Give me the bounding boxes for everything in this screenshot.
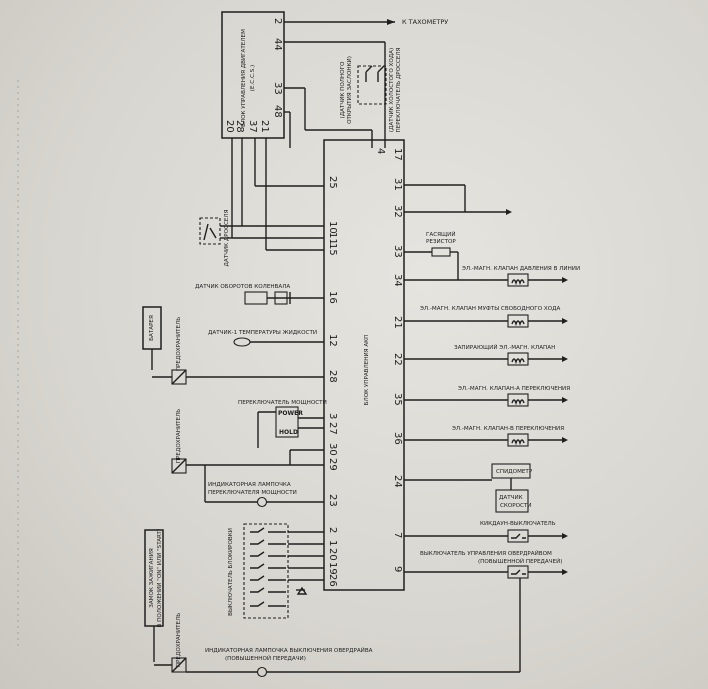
fuse-2-label: ПРЕДОХРАНИТЕЛЬ: [176, 409, 182, 463]
fuse-2: [171, 458, 187, 474]
tcm-left-pin-27: 27: [327, 422, 338, 435]
od-lamp-label-2: (ПОВЫШЕННОЙ ПЕРЕДАЧИ): [225, 655, 306, 662]
ecu-pin-48: 48: [272, 105, 283, 118]
tcm-left-pin-26: 26: [327, 574, 338, 587]
tcm-right-pin-34: 34: [392, 274, 403, 287]
tcm-left-pin-23: 23: [327, 494, 338, 507]
tcm-right-pin-33: 33: [392, 245, 403, 258]
tcm-left-pin-28: 28: [327, 370, 338, 383]
speed-sensor-label: ДАТЧИК: [499, 495, 523, 501]
tcm-left-pin-12: 12: [327, 334, 338, 347]
power-lamp-label-2: ПЕРЕКЛЮЧАТЕЛЯ МОЩНОСТИ: [208, 490, 297, 496]
od-lamp-label: ИНДИКАТОРНАЯ ЛАМПОЧКА ВЫКЛЮЧЕНИЯ ОВЕРДРА…: [205, 647, 373, 654]
inhibitor-switch-label: ВЫКЛЮЧАТЕЛЬ БЛОКИРОВКИ: [228, 528, 234, 616]
speed-sensor-box: [495, 489, 529, 513]
tcm-label: БЛОК УПРАВЛЕНИЯ АКП: [364, 335, 370, 406]
shift-solenoid-b-label: ЭЛ.-МАГН. КЛАПАН-В ПЕРЕКЛЮЧЕНИЯ: [452, 426, 564, 432]
od-solenoid-label: ЭЛ.-МАГН. КЛАПАН МУФТЫ СВОБОДНОГО ХОДА: [420, 306, 561, 312]
line-pressure-solenoid-label: ЭЛ.-МАГН. КЛАПАН ДАВЛЕНИЯ В ЛИНИИ: [462, 266, 580, 272]
hold-mode-text: HOLD: [279, 429, 298, 436]
throttle-switch-label-2: ОТКРЫТИЯ ЗАСЛОНКИ): [347, 56, 353, 124]
tcm-right-pin-4: 4: [375, 148, 386, 154]
tcm-left-pin-2: 2: [327, 527, 338, 533]
tcm-left-pin-1: 1: [327, 540, 338, 546]
ecu-pin-37: 37: [247, 120, 258, 133]
ecu-pin-20: 20: [224, 120, 235, 133]
tcm-right-pin-31: 31: [392, 178, 403, 191]
tcm-left-pin-10: 10: [327, 221, 338, 234]
power-mode-text: POWER: [278, 410, 303, 417]
ecu-pin-44: 44: [272, 38, 283, 51]
od-switch-label: ВЫКЛЮЧАТЕЛЬ УПРАВЛЕНИЯ ОВЕРДРАЙВОМ: [420, 550, 552, 557]
tcm-left-pin-11: 11: [327, 232, 338, 245]
power-switch-box: [275, 406, 299, 438]
tcm-right-pin-24: 24: [392, 475, 403, 488]
tcm-left-pin-29: 29: [327, 458, 338, 471]
ecu-label: БЛОК УПРАВЛЕНИЯ ДВИГАТЕЛЕМ: [241, 29, 247, 127]
ignition-switch-label: ЗАМОК ЗАЖИГАНИЯ: [149, 548, 155, 608]
tcm-box: [323, 139, 405, 591]
ecu-pin-28: 28: [234, 120, 245, 133]
tcm-left-pin-25: 25: [327, 176, 338, 189]
power-lamp-label: ИНДИКАТОРНАЯ ЛАМПОЧКА: [208, 482, 291, 488]
battery-label: БАТАРЕЯ: [149, 315, 155, 341]
tcm-left-pin-19: 19: [327, 562, 338, 575]
tcm-left-pin-15: 15: [327, 243, 338, 256]
ecu-pin-2: 2: [272, 18, 283, 24]
throttle-switch-box: [357, 65, 387, 105]
tcm-right-pin-22: 22: [392, 353, 403, 366]
shift-solenoid-a-label: ЭЛ.-МАГН. КЛАПАН-А ПЕРЕКЛЮЧЕНИЯ: [458, 386, 570, 392]
kickdown-label: КИКДАУН-ВЫКЛЮЧАТЕЛЬ: [480, 521, 556, 527]
throttle-switch-label-3: (ДАТЧИК ХОЛОСТОГО ХОДА): [389, 48, 395, 132]
inhibitor-switch-box: [243, 523, 289, 619]
tachometer-label: К ТАХОМЕТРУ: [402, 18, 448, 26]
tcm-right-pin-21: 21: [392, 316, 403, 329]
crank-sensor-label: ДАТЧИК ОБОРОТОВ КОЛЕНВАЛА: [195, 284, 290, 290]
tcm-right-pin-9: 9: [392, 566, 403, 572]
throttle-switch-label: (ДАТЧИК ПОЛНОГО: [340, 61, 346, 118]
ecu-pin-33: 33: [272, 82, 283, 95]
throttle-switch-label-4: ПЕРЕКЛЮЧАТЕЛЬ ДРОССЕЛЯ: [396, 47, 402, 132]
tcm-left-pin-30: 30: [327, 443, 338, 456]
ecu-pin-21: 21: [259, 120, 270, 133]
shunt-resistor-label: ГАСЯЩИЙ: [426, 231, 456, 238]
speed-sensor-label-2: СКОРОСТИ: [500, 503, 532, 509]
tcm-right-pin-17: 17: [392, 148, 403, 161]
tcm-left-pin-16: 16: [327, 291, 338, 304]
tcm-left-pin-20: 20: [327, 548, 338, 561]
power-switch-label: ПЕРЕКЛЮЧАТЕЛЬ МОЩНОСТИ: [238, 400, 327, 406]
lockup-solenoid-label: ЗАПИРАЮЩИЙ ЭЛ.-МАГН. КЛАПАН: [454, 344, 555, 351]
ignition-switch-label-2: В ПОЛОЖЕНИИ "ON" ИЛИ "START": [157, 528, 163, 627]
fuse-3-label: ПРЕДОХРАНИТЕЛЬ: [176, 613, 182, 667]
shunt-resistor-label-2: РЕЗИСТОР: [426, 239, 456, 245]
throttle-sensor-box: [199, 217, 221, 245]
speedometer-label: СПИДОМЕТР: [496, 469, 533, 475]
od-lamp-icon: [256, 666, 268, 678]
throttle-sensor-label: ДАТЧИК ДРОССЕЛЯ: [224, 209, 230, 266]
crank-sensor-box: [244, 291, 268, 305]
shunt-resistor: [431, 247, 451, 257]
od-switch-label-2: (ПОВЫШЕННОЙ ПЕРЕДАЧЕЙ): [478, 558, 562, 565]
ecu-box: [221, 11, 285, 139]
tcm-right-pin-36: 36: [392, 432, 403, 445]
tcm-right-pin-35: 35: [392, 393, 403, 406]
coolant-sensor-icon: [233, 337, 251, 347]
coolant-sensor-label: ДАТЧИК-1 ТЕМПЕРАТУРЫ ЖИДКОСТИ: [208, 330, 317, 336]
inhibitor-contacts: [250, 527, 286, 607]
power-lamp-icon: [256, 496, 268, 508]
fuse-1-label: ПРЕДОХРАНИТЕЛЬ: [176, 317, 182, 371]
tcm-right-pin-32: 32: [392, 205, 403, 218]
tcm-right-pin-7: 7: [392, 532, 403, 538]
tcm-left-pin-3: 3: [327, 413, 338, 419]
ecu-sublabel: (E.C.C.S.): [250, 65, 256, 91]
